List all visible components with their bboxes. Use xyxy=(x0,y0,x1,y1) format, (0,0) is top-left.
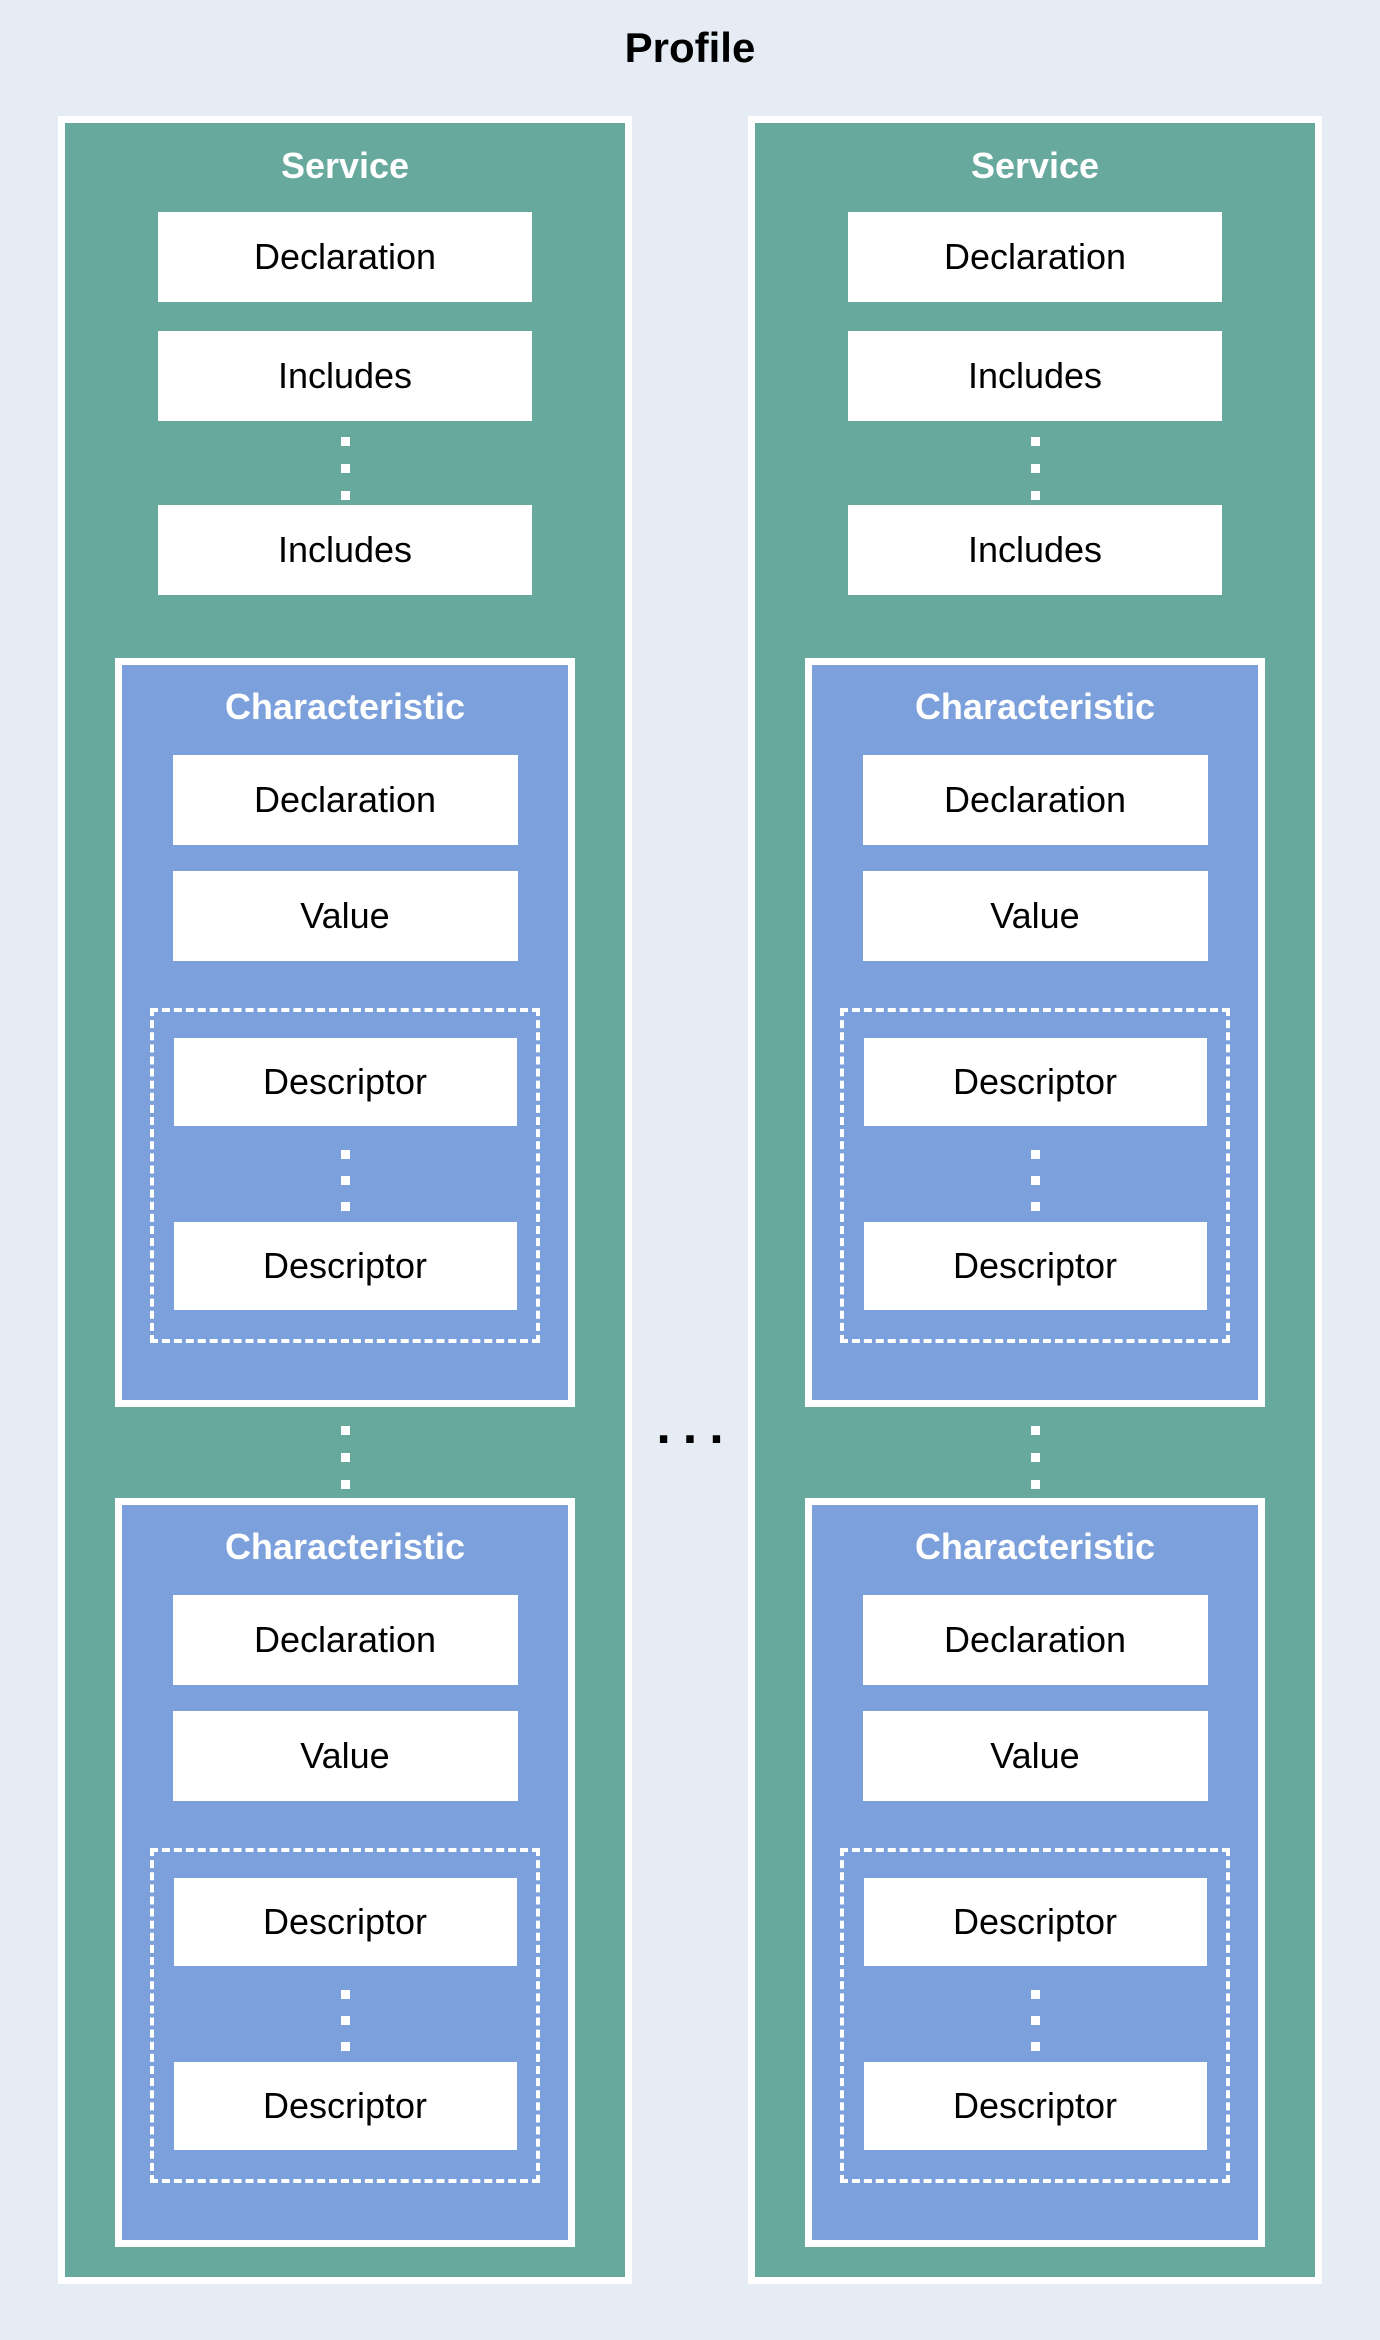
service-includes-box: Includes xyxy=(848,331,1222,421)
characteristic-box: Characteristic Declaration Value Descrip… xyxy=(805,1498,1265,2247)
horizontal-ellipsis-icon: ... xyxy=(656,1397,736,1455)
vertical-ellipsis-icon xyxy=(1030,437,1040,500)
vertical-ellipsis-icon xyxy=(1030,1990,1040,2051)
characteristic-box: Characteristic Declaration Value Descrip… xyxy=(115,1498,575,2247)
vertical-ellipsis-icon xyxy=(1030,1426,1040,1489)
characteristic-title: Characteristic xyxy=(224,686,466,727)
descriptor-box: Descriptor xyxy=(863,1222,1207,1310)
characteristic-declaration-box: Declaration xyxy=(862,755,1208,845)
service-box-right: Service Declaration Includes Includes Ch… xyxy=(748,116,1322,2284)
service-includes-box: Includes xyxy=(848,505,1222,595)
profile-title: Profile xyxy=(624,24,756,71)
descriptor-box: Descriptor xyxy=(863,1878,1207,1966)
characteristic-declaration-box: Declaration xyxy=(862,1595,1208,1685)
vertical-ellipsis-icon xyxy=(340,1150,350,1211)
vertical-ellipsis-icon xyxy=(340,1990,350,2051)
characteristic-value-box: Value xyxy=(862,871,1208,961)
vertical-ellipsis-icon xyxy=(1030,1150,1040,1211)
characteristic-value-box: Value xyxy=(172,1711,518,1801)
characteristic-box: Characteristic Declaration Value Descrip… xyxy=(805,658,1265,1407)
characteristic-title: Characteristic xyxy=(914,1526,1156,1567)
characteristic-value-box: Value xyxy=(862,1711,1208,1801)
service-includes-box: Includes xyxy=(158,505,532,595)
descriptor-box: Descriptor xyxy=(173,1878,517,1966)
characteristic-title: Characteristic xyxy=(914,686,1156,727)
vertical-ellipsis-icon xyxy=(340,1426,350,1489)
service-includes-box: Includes xyxy=(158,331,532,421)
descriptor-box: Descriptor xyxy=(863,1038,1207,1126)
characteristic-title: Characteristic xyxy=(224,1526,466,1567)
service-title: Service xyxy=(970,145,1100,186)
service-declaration-box: Declaration xyxy=(848,212,1222,302)
characteristic-value-box: Value xyxy=(172,871,518,961)
descriptors-group: Descriptor Descriptor xyxy=(150,1848,540,2183)
characteristic-box: Characteristic Declaration Value Descrip… xyxy=(115,658,575,1407)
vertical-ellipsis-icon xyxy=(340,437,350,500)
descriptors-group: Descriptor Descriptor xyxy=(840,1848,1230,2183)
characteristic-declaration-box: Declaration xyxy=(172,755,518,845)
service-declaration-box: Declaration xyxy=(158,212,532,302)
characteristic-declaration-box: Declaration xyxy=(172,1595,518,1685)
descriptor-box: Descriptor xyxy=(173,1222,517,1310)
descriptors-group: Descriptor Descriptor xyxy=(840,1008,1230,1343)
descriptor-box: Descriptor xyxy=(863,2062,1207,2150)
service-title: Service xyxy=(280,145,410,186)
descriptors-group: Descriptor Descriptor xyxy=(150,1008,540,1343)
service-box-left: Service Declaration Includes Includes Ch… xyxy=(58,116,632,2284)
descriptor-box: Descriptor xyxy=(173,2062,517,2150)
descriptor-box: Descriptor xyxy=(173,1038,517,1126)
